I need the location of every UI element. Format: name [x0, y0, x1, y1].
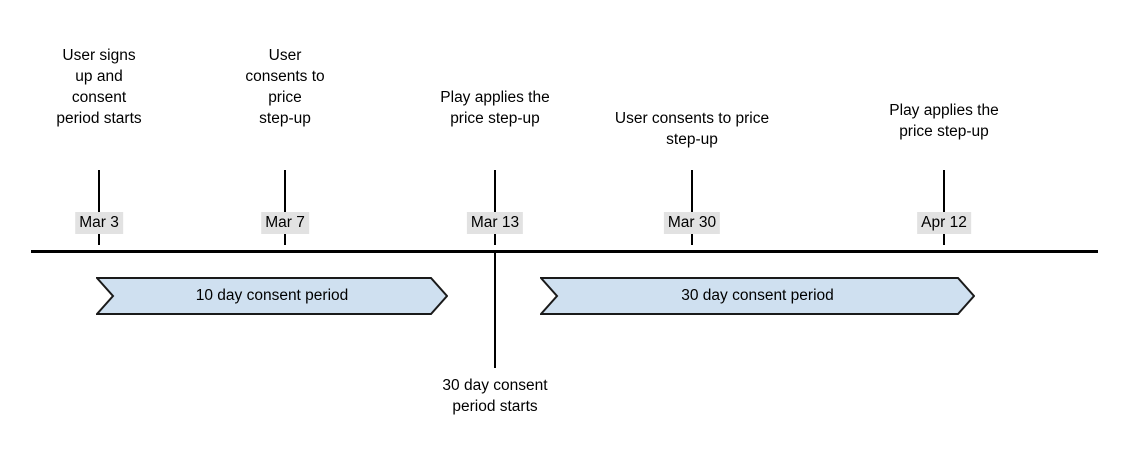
- event-caption-user-consents-2: User consents to price step-up: [614, 110, 770, 148]
- event-date-play-applies-2: Apr 12: [917, 212, 971, 234]
- banner-shape-consent-period-30-day: [540, 277, 975, 315]
- event-caption-user-consents-1: User consents to price step-up: [245, 47, 325, 127]
- banner-shape-consent-period-10-day: [96, 277, 448, 315]
- timeline-axis: [31, 250, 1098, 253]
- banner-label-consent-period-10-day: 10 day consent period: [195, 287, 349, 304]
- below-note-tick-thirty-day-start: [494, 250, 496, 368]
- event-tick-user-consents-1: [284, 170, 286, 245]
- event-date-user-consents-1: Mar 7: [261, 212, 309, 234]
- event-tick-user-consents-2: [691, 170, 693, 245]
- event-date-user-consents-2: Mar 30: [663, 212, 721, 234]
- event-caption-signup: User signs up and consent period starts: [56, 47, 142, 127]
- event-tick-signup: [98, 170, 100, 245]
- banner-label-consent-period-30-day: 30 day consent period: [681, 287, 834, 304]
- event-date-signup: Mar 3: [75, 212, 123, 234]
- below-note-thirty-day-start: 30 day consent period starts: [442, 377, 548, 415]
- event-caption-play-applies-2: Play applies the price step-up: [889, 102, 999, 140]
- event-date-play-applies-1: Mar 13: [466, 212, 524, 234]
- banner-consent-period-30-day: 30 day consent period: [540, 277, 975, 315]
- event-tick-play-applies-1: [494, 170, 496, 245]
- banner-consent-period-10-day: 10 day consent period: [96, 277, 448, 315]
- event-caption-play-applies-1: Play applies the price step-up: [440, 89, 550, 127]
- event-tick-play-applies-2: [943, 170, 945, 245]
